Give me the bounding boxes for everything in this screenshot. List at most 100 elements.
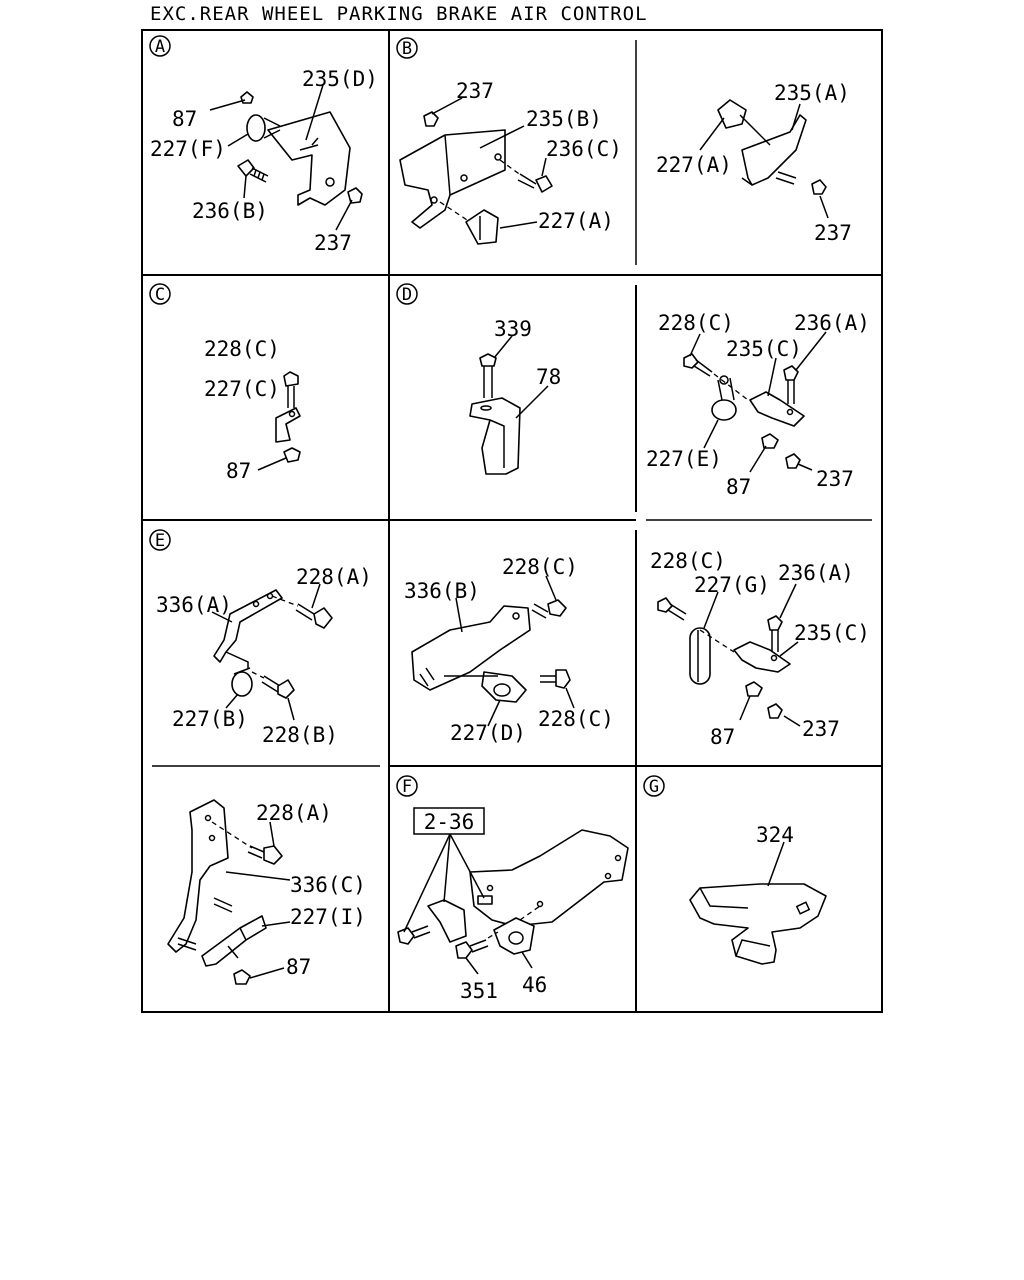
clamp-227b <box>231 667 253 697</box>
label-228c: 228(C) <box>204 337 280 361</box>
nut-87 <box>745 681 763 697</box>
label-236b: 236(B) <box>192 199 268 223</box>
label-235d: 235(D) <box>302 67 378 91</box>
bracket-336a <box>213 589 283 668</box>
svg-text:A: A <box>155 37 165 57</box>
label-228c: 228(C) <box>650 549 726 573</box>
bracket-78 <box>469 397 521 475</box>
label-228c: 228(C) <box>658 311 734 335</box>
panel-c: C 228(C) 227(C) 87 <box>149 283 301 483</box>
clamp-46 <box>493 917 535 955</box>
label-227a: 227(A) <box>538 209 614 233</box>
label-228a: 228(A) <box>256 801 332 825</box>
label-87: 87 <box>172 107 197 131</box>
bolt-228c <box>683 353 713 377</box>
bracket-235c <box>733 641 791 673</box>
bracket-235d <box>267 111 351 206</box>
clamp-227a <box>717 99 771 146</box>
label-228b: 228(B) <box>262 723 338 747</box>
label-236a: 236(A) <box>794 311 870 335</box>
label-336a: 336(A) <box>156 593 232 617</box>
label-339: 339 <box>494 317 532 341</box>
svg-text:2-36: 2-36 <box>424 810 475 834</box>
nut-237 <box>347 187 363 204</box>
label-227d: 227(D) <box>450 721 526 745</box>
clamp-227d <box>481 671 527 703</box>
clamp-left <box>427 895 493 943</box>
label-78: 78 <box>536 365 561 389</box>
label-227a: 227(A) <box>656 153 732 177</box>
panel-frame <box>141 29 883 1013</box>
panel-a: A 87 227(F) 235(D) 236(B) 237 <box>149 35 378 255</box>
panel-f: F 2-36 <box>396 775 629 1003</box>
clamp-227f <box>246 114 281 142</box>
panel-e3: 228(C) 227(G) 236(A) 235(C) 87 237 <box>650 549 870 749</box>
clamp-227c <box>275 407 301 443</box>
clamp-227i <box>201 915 267 967</box>
svg-text:C: C <box>155 285 165 305</box>
panel-g-tag: G <box>643 775 665 797</box>
bolt <box>775 171 797 185</box>
label-235c: 235(C) <box>794 621 870 645</box>
label-87: 87 <box>710 725 735 749</box>
label-228a: 228(A) <box>296 565 372 589</box>
label-227c: 227(C) <box>204 377 280 401</box>
bolt-351 <box>455 939 489 959</box>
label-336b: 336(B) <box>404 579 480 603</box>
label-237: 237 <box>802 717 840 741</box>
bolt-228c-2 <box>540 669 571 689</box>
bracket-336c <box>167 799 229 953</box>
nut-237b <box>423 111 439 127</box>
bolt-339 <box>479 353 497 398</box>
label-227b: 227(B) <box>172 707 248 731</box>
panel-d: D 339 78 <box>396 283 561 475</box>
nut-237 <box>785 453 801 469</box>
label-227g: 227(G) <box>694 573 770 597</box>
label-228c: 228(C) <box>502 555 578 579</box>
label-87: 87 <box>726 475 751 499</box>
bolt-228b <box>261 675 295 699</box>
label-237: 237 <box>314 231 352 255</box>
bolt-left <box>397 925 431 945</box>
label-228c-2: 228(C) <box>538 707 614 731</box>
bracket-235b <box>399 129 506 229</box>
stud <box>177 897 233 951</box>
bracket-336b <box>411 605 531 691</box>
bolt-236a <box>767 615 783 652</box>
panel-f-tag: F <box>396 775 418 797</box>
bolt-228c <box>283 371 299 408</box>
label-87: 87 <box>286 955 311 979</box>
clamp-227a-b <box>465 209 499 245</box>
label-227i: 227(I) <box>290 905 366 929</box>
label-236a: 236(A) <box>778 561 854 585</box>
ref-box-2-36: 2-36 <box>413 807 485 835</box>
nut-87 <box>233 969 251 985</box>
label-46: 46 <box>522 973 547 997</box>
svg-text:B: B <box>402 39 412 59</box>
panel-g: G 324 <box>643 775 827 965</box>
label-237: 237 <box>456 79 494 103</box>
panel-b: B 237 235(B) 236(C) 227(A) <box>396 37 622 245</box>
label-227f: 227(F) <box>150 137 226 161</box>
label-235b: 235(B) <box>526 107 602 131</box>
clamp-227e <box>711 375 737 421</box>
panel-d-tag: D <box>396 283 418 305</box>
panel-b2: 235(A) 227(A) 237 <box>656 81 852 245</box>
label-237: 237 <box>816 467 854 491</box>
panel-e4: 228(A) 336(C) 227(I) 87 <box>167 799 366 985</box>
panel-e: E 336(A) 228(A) 227(B) 228(B) <box>149 529 372 747</box>
label-237: 237 <box>814 221 852 245</box>
label-235a: 235(A) <box>774 81 850 105</box>
bracket-235a <box>741 114 807 186</box>
bolt-236a <box>783 365 799 404</box>
label-87: 87 <box>226 459 251 483</box>
label-324: 324 <box>756 823 794 847</box>
bolt-228c <box>657 597 687 621</box>
clamp-227g <box>689 627 711 685</box>
bracket-324 <box>689 883 827 965</box>
bracket-235c <box>749 391 805 427</box>
nut-87 <box>283 447 301 463</box>
panel-e-tag: E <box>149 529 171 551</box>
bolt-236c <box>517 173 553 193</box>
